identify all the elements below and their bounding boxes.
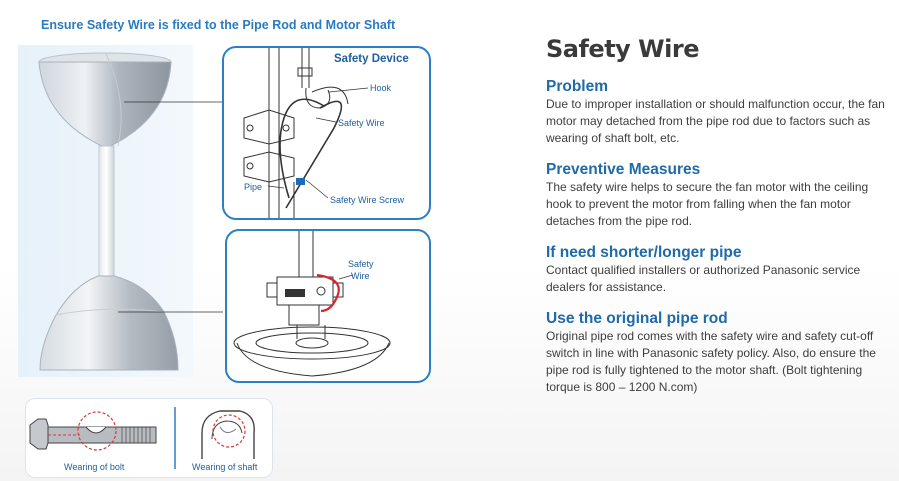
safety-device-title: Safety Device [334,53,409,65]
safety-wire-screw-label: Safety Wire Screw [330,195,405,205]
safety-device-drawing [243,48,369,218]
section-preventive-measures: Preventive Measures The safety wire help… [546,161,886,230]
section-body: The safety wire helps to secure the fan … [546,180,869,228]
wear-drawing [29,407,255,469]
section-body: Contact qualified installers or authoriz… [546,263,861,294]
fan-pipe-illustration [18,45,223,377]
section-original-pipe-rod: Use the original pipe rod Original pipe … [546,310,886,396]
wearing-of-bolt-label: Wearing of bolt [64,462,125,472]
section-heading: Preventive Measures [546,161,701,178]
hook-label: Hook [370,83,392,93]
section-body: Due to improper installation or should m… [546,97,885,145]
section-pipe-length: If need shorter/longer pipe Contact qual… [546,244,886,296]
safety-wire-label-bottom: Wire [351,271,370,281]
worn-bolt-icon [29,411,157,451]
section-body: Original pipe rod comes with the safety … [546,329,876,394]
safety-device-callout: Safety Device Hook Safety Wire Pipe Safe… [222,46,431,220]
pipe-label: Pipe [244,182,263,192]
motor-safety-wire-drawing [233,231,391,377]
info-panel: Safety Wire Problem Due to improper inst… [546,34,886,410]
info-title: Safety Wire [546,35,699,63]
wear-examples-panel: Wearing of bolt Wearing of shaft [25,398,273,478]
worn-shaft-icon [201,410,255,459]
section-problem: Problem Due to improper installation or … [546,78,886,147]
motor-safety-wire-callout: Safety Wire [225,229,431,383]
safety-wire-label-top: Safety [348,259,374,269]
diagram-caption: Ensure Safety Wire is fixed to the Pipe … [41,18,396,32]
wearing-of-shaft-label: Wearing of shaft [192,462,258,472]
section-heading: Problem [546,78,609,95]
section-heading: If need shorter/longer pipe [546,244,742,261]
safety-wire-label: Safety Wire [338,118,385,128]
section-heading: Use the original pipe rod [546,310,728,327]
